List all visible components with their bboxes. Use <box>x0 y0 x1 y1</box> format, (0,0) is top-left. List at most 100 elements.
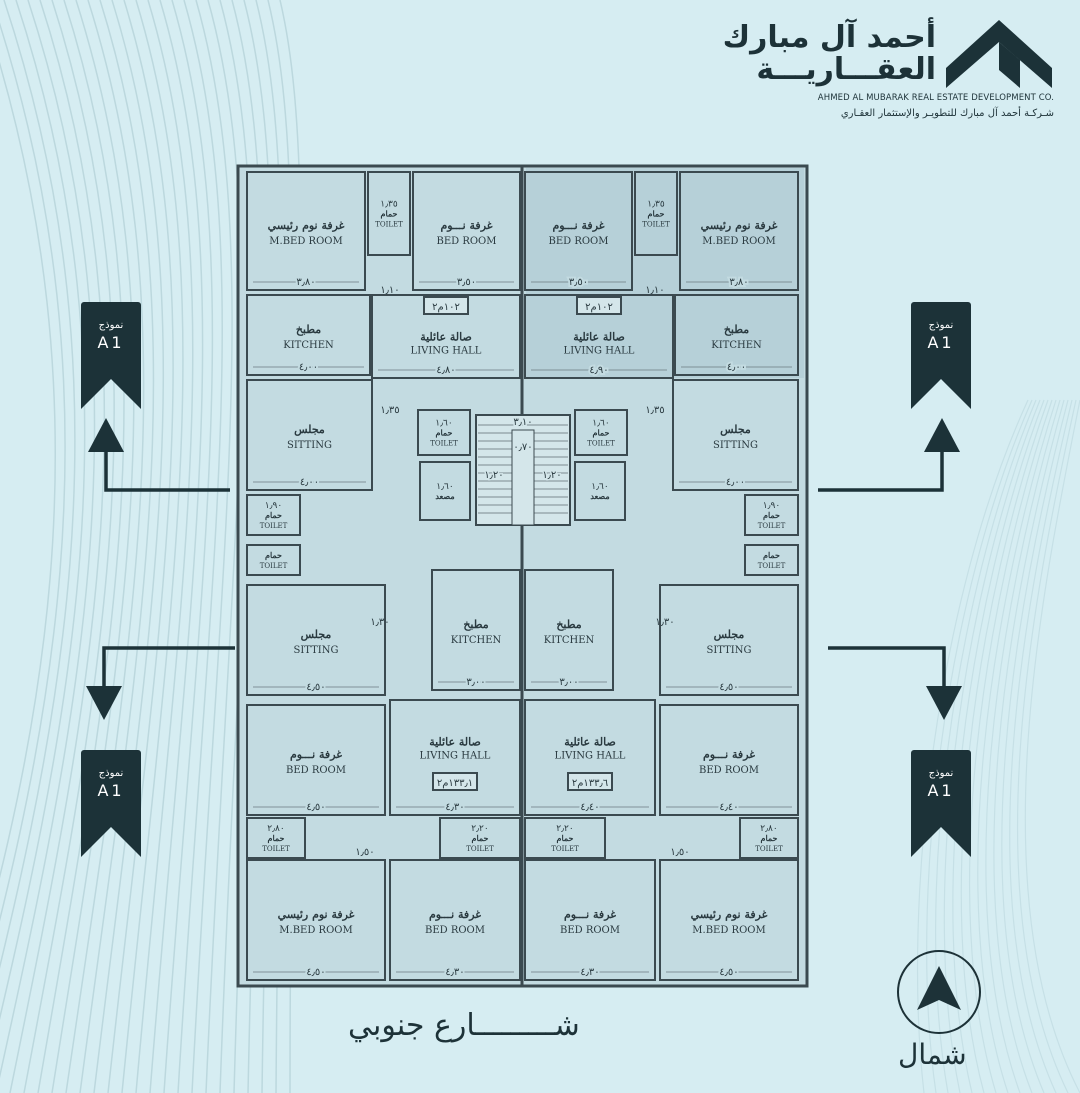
room-dimension: ٣٫٨٠ <box>729 277 748 288</box>
room-area: ١٣٣٫١م٢ <box>437 778 473 789</box>
arrow-top-right <box>818 440 944 492</box>
room-name-en: TOILET <box>375 221 403 229</box>
room-walls <box>659 859 799 981</box>
room-name-ar: حمام <box>761 833 778 844</box>
room-area: ١٣٣٫٦م٢ <box>572 778 608 789</box>
arrow-top-right-head-icon <box>924 418 960 452</box>
room-walls <box>246 171 366 291</box>
room-name-ar: حمام <box>763 550 780 561</box>
room-name-ar: مجلس <box>714 628 745 641</box>
room-walls <box>246 817 306 859</box>
room-name-en: M.BED ROOM <box>702 236 775 247</box>
room-walls <box>246 704 386 816</box>
unit-marker-label: نموذج <box>928 768 954 779</box>
room-name-ar: غرفة نوم رئيسي <box>278 908 355 922</box>
background-line <box>1016 399 1077 1093</box>
background-line <box>985 399 1061 1093</box>
arrow-bottom-left <box>102 646 235 700</box>
room-dimension: ١٫٣٥ <box>647 200 665 210</box>
corridor-dimension: ١٫٣٥ <box>645 405 664 416</box>
background-line <box>0 0 86 1021</box>
room-dimension: ٤٫٣٠ <box>445 802 464 813</box>
room-name-ar: غرفة نـــوم <box>703 748 755 761</box>
room-name-ar: حمام <box>557 833 574 844</box>
room-name-ar: حمام <box>265 510 282 521</box>
background-line <box>1024 399 1080 1093</box>
room-name-en: TOILET <box>755 845 783 853</box>
room-walls <box>634 171 678 256</box>
background-line <box>1001 399 1069 1093</box>
room-walls <box>419 461 471 521</box>
arrow-bottom-right-head-icon <box>926 686 962 720</box>
north-label: شمال <box>898 1038 967 1071</box>
background-line <box>0 0 96 1079</box>
room-name-en: SITTING <box>293 645 338 656</box>
logo-name-en: AHMED AL MUBARAK REAL ESTATE DEVELOPMENT… <box>817 93 1054 103</box>
room-walls <box>246 379 373 491</box>
room-walls <box>674 294 799 376</box>
room-name-ar: حمام <box>593 428 610 439</box>
room-walls <box>659 704 799 816</box>
room: مطبخ KITCHEN ٤٫٠٠ <box>246 294 371 376</box>
room-name-en: BED ROOM <box>699 765 759 776</box>
room-name-en: TOILET <box>466 845 494 853</box>
corridor-dimension: ١٫٣٠ <box>370 617 389 628</box>
room-name-en: KITCHEN <box>711 340 762 351</box>
logo-line-1: أحمد آل مبارك <box>722 20 936 55</box>
room-dimension: ٤٫٠٠ <box>300 477 319 488</box>
room-walls <box>524 699 656 816</box>
area-box <box>432 772 478 791</box>
room-name-ar: مطبخ <box>463 618 488 631</box>
area-box <box>423 296 469 315</box>
room-walls <box>417 409 471 456</box>
room-name-ar: حمام <box>472 833 489 844</box>
room-name-ar: مصعد <box>590 491 609 501</box>
corridor-dimension: ١٫٣٥ <box>380 405 399 416</box>
stair-dimension: ٣٫١٠ <box>513 417 532 428</box>
corridor-dimension: ١٫١٠ <box>380 285 399 296</box>
room-walls <box>371 294 521 379</box>
room-name-en: M.BED ROOM <box>269 236 342 247</box>
room-dimension: ١٫٦٠ <box>591 482 608 492</box>
background-line <box>1009 399 1073 1093</box>
room-name-en: LIVING HALL <box>564 346 635 357</box>
background-line <box>79 0 155 1093</box>
logo-line-2: العقـــاريـــة <box>756 52 936 87</box>
room-name-en: TOILET <box>262 845 290 853</box>
room-name-en: KITCHEN <box>544 635 595 646</box>
room-walls <box>659 584 799 696</box>
background-line <box>163 0 214 1093</box>
corridor-dimension: ١٫١٠ <box>645 285 664 296</box>
room-name-ar: مطبخ <box>296 323 321 336</box>
logo-name-ar: أحمد آل مبارك العقـــاريـــة <box>723 22 936 86</box>
background-line <box>135 0 194 1093</box>
room-name-en: M.BED ROOM <box>279 925 352 936</box>
room-walls <box>524 817 606 859</box>
room-name-ar: غرفة نوم رئيسي <box>268 219 345 233</box>
room-dimension: ٤٫٠٠ <box>299 362 318 373</box>
room-walls <box>744 544 799 576</box>
room-dimension: ٤٫٥٠ <box>306 802 325 813</box>
room-name-ar: غرفة نـــوم <box>440 219 492 232</box>
room-dimension: ١٫٩٠ <box>265 501 282 511</box>
room-dimension: ٤٫٣٠ <box>445 967 464 978</box>
room-dimension: ٣٫٥٠ <box>457 277 476 288</box>
room-name-ar: حمام <box>436 428 453 439</box>
background-line <box>191 0 233 1093</box>
room-dimension: ١٫٦٠ <box>435 419 452 429</box>
room-name-en: KITCHEN <box>283 340 334 351</box>
